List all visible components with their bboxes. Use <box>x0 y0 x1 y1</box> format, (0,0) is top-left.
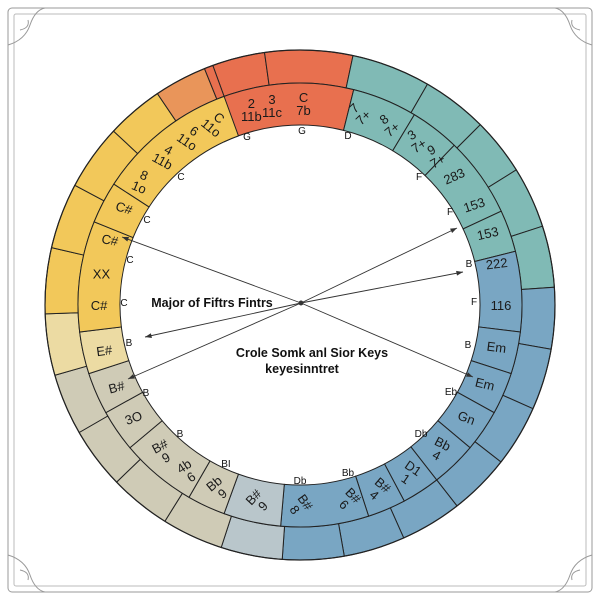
inner-letter: B <box>465 340 472 351</box>
ring-label-line: 153 <box>462 194 487 215</box>
inner-letter: B <box>177 429 184 440</box>
ring-label-line: 11c <box>262 105 282 120</box>
inner-segment <box>113 95 240 208</box>
arrowhead-icon <box>128 374 135 379</box>
arrow-line <box>300 227 458 304</box>
ring-label-line: 116 <box>491 298 512 313</box>
ring-label: B# <box>107 378 127 397</box>
ring-label-line: 7+ <box>428 151 448 171</box>
ring-label: 3O <box>123 408 144 428</box>
ring-label-line: 7+ <box>409 135 430 156</box>
outer-segment <box>281 523 345 561</box>
diagram-subtitle-1: Crole Somk anl Sior Keys <box>236 346 388 360</box>
corner-ornament-tl <box>7 7 46 46</box>
inner-letter: Eb <box>445 387 458 398</box>
inner-letter: C <box>177 172 184 183</box>
ornamental-frame <box>7 7 593 593</box>
inner-letter: BI <box>221 459 230 470</box>
inner-letter: C <box>126 255 133 266</box>
corner-ornament-tr <box>554 7 593 46</box>
ring-label-line: 222 <box>485 255 508 273</box>
inner-letter: D <box>344 131 351 142</box>
inner-letter: F <box>471 297 477 308</box>
ring-label: Em <box>486 339 507 356</box>
ring-label-line: 1o <box>130 178 149 197</box>
arrowhead-icon <box>466 372 473 377</box>
inner-letter: G <box>298 126 306 137</box>
outer-ring <box>44 49 556 561</box>
arrowhead-icon <box>122 237 129 242</box>
outer-segment <box>518 286 556 350</box>
ring-label-line: XX <box>93 267 111 282</box>
ring-label-line: 3O <box>123 408 144 428</box>
ring-label-line: 4b <box>174 456 194 477</box>
arrowhead-icon <box>456 270 463 276</box>
inner-letter: G <box>243 132 251 143</box>
outer-segment <box>263 49 354 89</box>
ring-label-line: 153 <box>476 224 500 243</box>
ring-label-line: 7+ <box>382 119 403 140</box>
ring-label: C# <box>91 298 108 313</box>
inner-letter: Bb <box>342 468 355 479</box>
ring-label: C# <box>114 198 135 218</box>
ring-label-line: C# <box>100 231 120 249</box>
inner-ring <box>77 82 523 528</box>
ring-label-line: Em <box>486 339 507 356</box>
inner-letter: C <box>143 215 150 226</box>
inner-letter: F <box>416 172 422 183</box>
ring-label: Gn <box>456 408 477 428</box>
ring-label: 116 <box>491 298 512 313</box>
ring-label-line: 2 <box>248 96 255 111</box>
arrows <box>121 227 474 380</box>
inner-letter: B <box>126 338 133 349</box>
ring-label: C7b <box>296 90 310 118</box>
inner-letter: B <box>466 259 473 270</box>
inner-letter: C <box>120 298 127 309</box>
ring-label: Em <box>474 374 497 393</box>
ring-label-line: B# <box>107 378 127 397</box>
ring-label-line: E# <box>95 342 114 359</box>
ring-label-line: C# <box>91 298 108 313</box>
ring-label-line: Bb <box>432 433 453 454</box>
ring-label-line: Em <box>474 374 497 393</box>
ring-label-line: C <box>299 90 308 105</box>
ring-label: 222 <box>485 255 508 273</box>
ring-label-line: 7b <box>296 103 310 118</box>
inner-letter: F <box>447 207 453 218</box>
ring-label-line: C# <box>114 198 135 218</box>
inner-letter: Db <box>415 429 428 440</box>
diagram-subtitle-2: keyesinntret <box>265 362 339 376</box>
arrow-origin-dot <box>298 300 304 306</box>
arrow-line <box>127 302 302 380</box>
ring-label: XX <box>93 267 111 282</box>
diagram-title: Major of Fiftrs Fintrs <box>151 296 273 310</box>
arrowhead-icon <box>145 333 152 338</box>
ring-label: E# <box>95 342 114 359</box>
arrow-line <box>121 236 302 304</box>
ring-label-line: 11b <box>241 109 262 124</box>
ring-label: 153 <box>462 194 487 215</box>
inner-letter: Db <box>294 476 307 487</box>
ring-label: 153 <box>476 224 500 243</box>
corner-ornament-bl <box>7 554 46 593</box>
arrowhead-icon <box>450 228 457 234</box>
ring-label-line: 3 <box>268 92 275 107</box>
ring-label: C# <box>100 231 120 249</box>
arrow-line <box>144 302 302 338</box>
ring-label-line: Gn <box>456 408 477 428</box>
inner-letter: B <box>143 388 150 399</box>
arrow-line <box>300 302 474 378</box>
arrow-line <box>300 271 464 304</box>
corner-ornament-br <box>554 554 593 593</box>
ring-label-line: B# <box>149 436 171 457</box>
